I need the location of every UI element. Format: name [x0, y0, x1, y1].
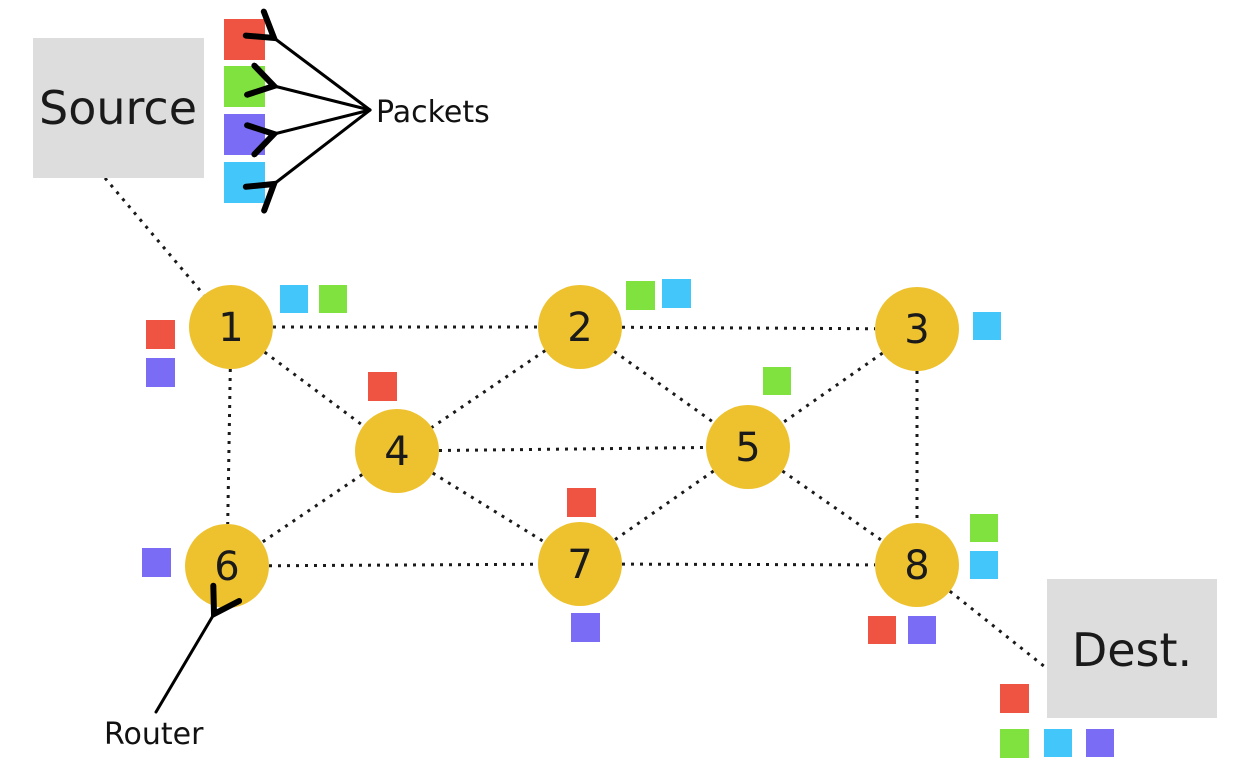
router-5 [706, 405, 790, 489]
packet-blue [280, 285, 308, 313]
packet-green [626, 281, 655, 310]
packet-purple [1086, 729, 1114, 757]
network-links [103, 177, 1046, 669]
packets-annotation: Packets [242, 8, 490, 214]
routers: 1 2 3 4 5 6 7 8 [185, 285, 959, 608]
link-6-7 [268, 562, 539, 568]
dest-box: Dest. [1047, 579, 1217, 718]
packet-blue [970, 551, 998, 579]
packet-red [368, 372, 397, 401]
router-6-label: 6 [214, 544, 239, 590]
router-8 [875, 523, 959, 607]
router-2 [538, 285, 622, 369]
router-5-label: 5 [735, 425, 760, 471]
link-2-3 [621, 325, 876, 331]
router-1-label: 1 [218, 305, 243, 351]
link-8-dest [948, 590, 1046, 669]
packet-green [319, 285, 347, 313]
packet-red [146, 320, 175, 349]
link-5-7 [613, 469, 715, 542]
packets-arrow-red [242, 8, 372, 112]
dest-label: Dest. [1072, 623, 1192, 677]
router-label: Router [104, 717, 204, 752]
packets-label: Packets [376, 95, 490, 130]
packet-blue [662, 279, 691, 308]
packet-green [970, 514, 998, 542]
packet-red [1000, 684, 1029, 713]
router-8-label: 8 [904, 543, 929, 589]
router-4-label: 4 [384, 429, 409, 475]
packet-red [868, 616, 896, 644]
packet-purple [908, 616, 936, 644]
link-7-8 [621, 562, 876, 567]
packet-purple [142, 548, 171, 577]
link-source-1 [103, 177, 206, 296]
source-box-rect [33, 38, 204, 178]
packet-red [567, 488, 596, 517]
router-6 [185, 524, 269, 608]
link-1-6 [226, 368, 232, 525]
packet-green [763, 367, 791, 395]
source-label: Source [39, 81, 197, 135]
packet-purple [571, 613, 600, 642]
link-2-5 [613, 350, 715, 424]
link-4-6 [260, 473, 364, 544]
router-2-label: 2 [567, 305, 592, 351]
packet-red [224, 19, 265, 60]
router-7-label: 7 [567, 542, 592, 588]
dest-box-rect [1047, 579, 1217, 718]
router-3-label: 3 [904, 307, 929, 353]
router-annotation: Router [104, 582, 243, 752]
router-4 [355, 409, 439, 493]
packet-blue [1044, 729, 1072, 757]
packet-green [224, 66, 265, 107]
source-box: Source [33, 38, 204, 178]
packet-purple [224, 114, 265, 155]
packet-blue [224, 162, 265, 203]
link-3-5 [781, 351, 884, 425]
link-5-8 [781, 469, 884, 543]
packets-arrow-purple [244, 108, 372, 158]
router-7 [538, 522, 622, 606]
packet-blue [973, 312, 1001, 340]
router-1 [189, 285, 273, 369]
link-2-4 [430, 349, 547, 429]
packet-green [1000, 729, 1029, 758]
packets-arrow-blue [242, 108, 372, 214]
link-1-4 [263, 350, 365, 428]
router-3 [875, 287, 959, 371]
router-arrow [154, 582, 243, 714]
link-4-5 [438, 445, 707, 453]
link-4-7 [431, 471, 546, 544]
packet-purple [146, 358, 175, 387]
packets-arrow-green [244, 62, 372, 112]
